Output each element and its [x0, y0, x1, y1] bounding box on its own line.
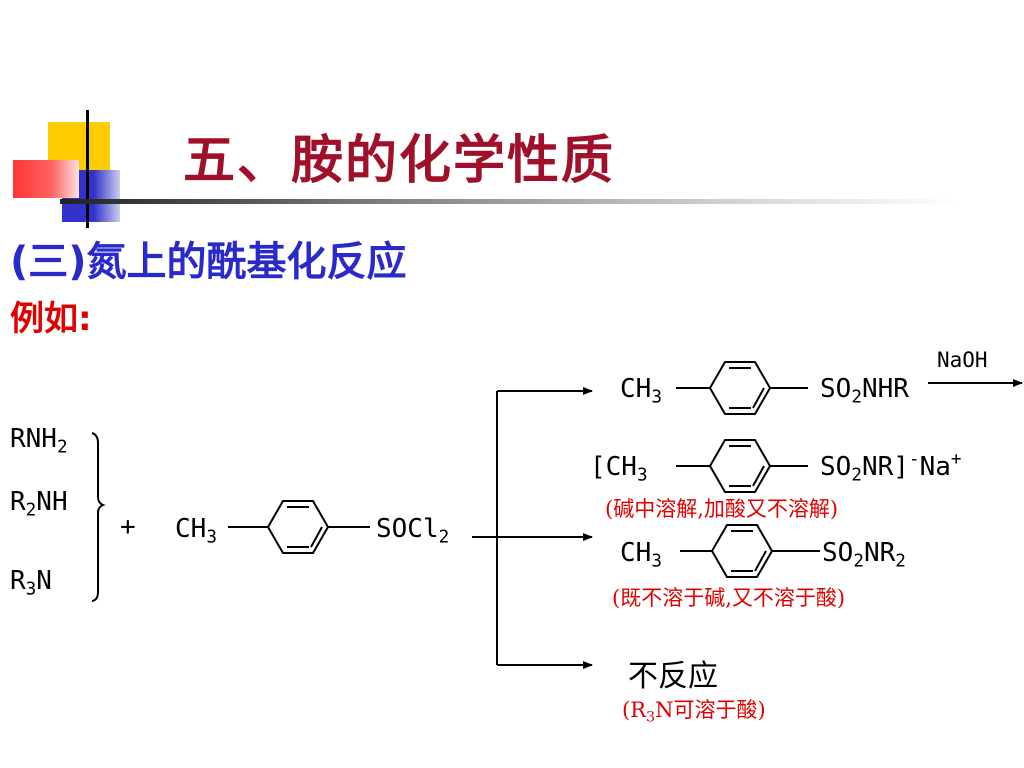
product1-sulfonamide: SO2NHR — [820, 374, 909, 408]
product2-benzene-ring — [708, 439, 772, 493]
amine-tertiary: R3N — [10, 566, 52, 600]
amine-primary: RNH2 — [10, 424, 68, 458]
page-title: 五、胺的化学性质 — [183, 131, 616, 191]
product2-sodium-salt: SO2NR]-Na+ — [820, 449, 962, 486]
product1-methyl: CH3 — [620, 374, 662, 408]
product3-sulfonamide: SO2NR2 — [822, 538, 906, 572]
naoh-label: NaOH — [937, 348, 988, 372]
product2-note: (碱中溶解,加酸又不溶解) — [605, 497, 839, 521]
product3-note: (既不溶于碱,又不溶于酸) — [612, 586, 846, 610]
reactant-bracket — [91, 432, 106, 602]
product3-methyl: CH3 — [620, 538, 662, 572]
section-subtitle: (三)氮上的酰基化反应 — [10, 239, 407, 285]
no-reaction-label: 不反应 — [628, 659, 718, 694]
deco-red-square — [13, 160, 79, 198]
amine-secondary: R2NH — [10, 487, 68, 521]
product4-note: (R3N可溶于酸) — [622, 698, 766, 726]
reagent-sulfonyl-chloride: SOCl2 — [376, 514, 450, 548]
deco-vertical-line — [86, 110, 89, 228]
product1-benzene-ring — [708, 361, 772, 415]
reagent-methyl: CH3 — [175, 514, 217, 548]
plus-sign: + — [120, 512, 136, 542]
product2-methyl: [CH3 — [590, 452, 648, 486]
example-label: 例如: — [10, 299, 92, 339]
deco-horizontal-line — [60, 199, 960, 204]
product3-benzene-ring — [710, 524, 774, 578]
reagent-benzene-ring — [266, 500, 330, 554]
branch-lines — [472, 387, 593, 669]
